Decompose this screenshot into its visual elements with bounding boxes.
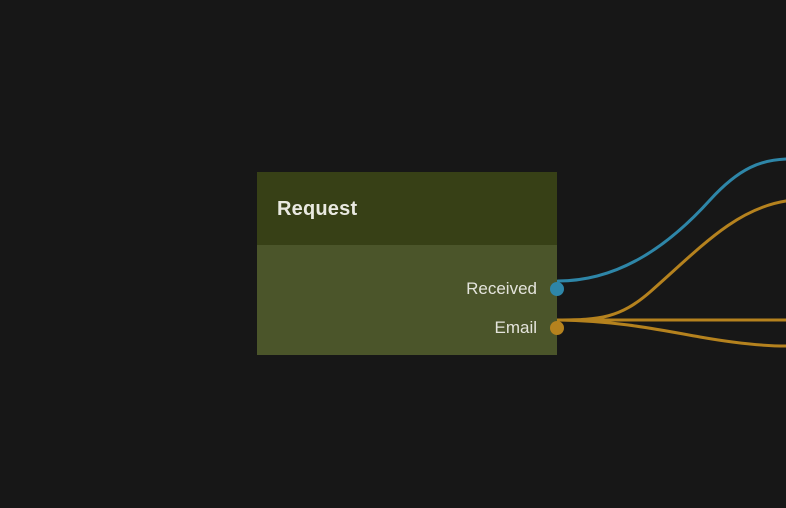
node-header[interactable]: Request xyxy=(257,172,557,245)
port-row-email[interactable]: Email xyxy=(257,308,564,347)
edge-email-1[interactable] xyxy=(556,199,786,322)
edge-received-1[interactable] xyxy=(556,157,786,283)
port-dot-received[interactable] xyxy=(550,281,564,296)
port-label-received: Received xyxy=(466,279,537,298)
port-label-email: Email xyxy=(494,318,537,337)
node-body: Received Email xyxy=(257,245,564,355)
port-dot-email[interactable] xyxy=(550,320,564,335)
node-title: Request xyxy=(277,197,358,220)
node-request[interactable]: Request Received Email xyxy=(257,172,564,355)
port-row-received[interactable]: Received xyxy=(257,269,564,308)
edge-email-3[interactable] xyxy=(556,318,786,348)
